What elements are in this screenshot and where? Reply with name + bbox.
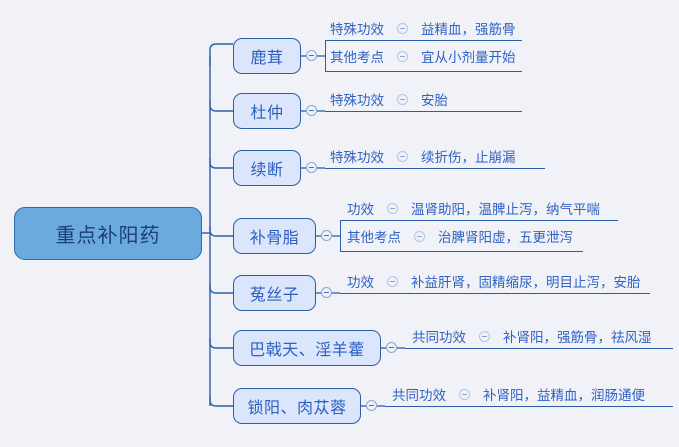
sub-underline-2-0	[325, 168, 545, 169]
group-bracket-0	[325, 40, 326, 72]
sub-value-0-0: 益精血，强筋骨	[421, 22, 516, 37]
sub-value-3-1: 治脾肾阳虚，五更泄泻	[438, 230, 573, 245]
branch-node-5[interactable]: 巴戟天、淫羊藿	[233, 330, 381, 366]
collapse-toggle-row-6-0[interactable]	[459, 388, 470, 400]
sub-row-2-0[interactable]: 特殊功效 续折伤，止崩漏	[330, 146, 516, 166]
collapse-toggle-row-0-1[interactable]	[397, 50, 408, 62]
sub-key-3-0: 功效	[347, 202, 374, 217]
branch-label-4: 菟丝子	[249, 287, 300, 304]
group-bracket-3	[340, 220, 341, 252]
collapse-toggle-row-5-0[interactable]	[479, 330, 490, 342]
sub-row-4-0[interactable]: 功效 补益肝肾，固精缩尿，明目止泻，安胎	[347, 271, 641, 291]
collapse-toggle-row-2-0[interactable]	[397, 150, 408, 162]
collapse-toggle-row-3-0[interactable]	[387, 202, 398, 214]
collapse-toggle-branch-5[interactable]	[386, 342, 397, 353]
sub-key-2-0: 特殊功效	[330, 150, 384, 165]
sub-value-5-0: 补肾阳，强筋骨，祛风湿	[503, 330, 652, 345]
branch-node-2[interactable]: 续断	[233, 150, 301, 186]
collapse-toggle-branch-6[interactable]	[366, 400, 377, 411]
branch-label-1: 杜仲	[250, 105, 284, 122]
branch-node-4[interactable]: 菟丝子	[233, 275, 316, 311]
collapse-toggle-branch-2[interactable]	[306, 162, 317, 173]
sub-key-0-0: 特殊功效	[330, 22, 384, 37]
sub-value-3-0: 温肾助阳，温脾止泻，纳气平喘	[411, 202, 600, 217]
sub-underline-4-0	[340, 293, 650, 294]
sub-key-1-0: 特殊功效	[330, 93, 384, 108]
sub-row-0-0[interactable]: 特殊功效 益精血，强筋骨	[330, 18, 516, 38]
sub-underline-0-0	[325, 40, 522, 41]
sub-underline-3-0	[340, 220, 618, 221]
root-node[interactable]: 重点补阳药	[14, 207, 202, 260]
sub-key-6-0: 共同功效	[392, 388, 446, 403]
branch-label-0: 鹿茸	[250, 50, 284, 67]
sub-value-4-0: 补益肝肾，固精缩尿，明目止泻，安胎	[411, 275, 641, 290]
sub-key-0-1: 其他考点	[330, 50, 384, 65]
collapse-toggle-branch-3[interactable]	[321, 230, 332, 241]
branch-label-3: 补骨脂	[249, 230, 300, 247]
branch-node-1[interactable]: 杜仲	[233, 93, 301, 129]
sub-row-3-1[interactable]: 其他考点 治脾肾阳虚，五更泄泻	[347, 226, 573, 246]
sub-underline-1-0	[325, 111, 522, 112]
branch-label-6: 锁阳、肉苁蓉	[247, 400, 347, 417]
collapse-toggle-branch-0[interactable]	[306, 50, 317, 61]
collapse-toggle-row-0-0[interactable]	[397, 22, 408, 34]
collapse-toggle-branch-4[interactable]	[321, 287, 332, 298]
sub-row-5-0[interactable]: 共同功效 补肾阳，强筋骨，祛风湿	[412, 326, 652, 346]
branch-label-2: 续断	[250, 162, 284, 179]
root-label: 重点补阳药	[55, 225, 161, 247]
collapse-toggle-row-1-0[interactable]	[397, 93, 408, 105]
collapse-toggle-row-3-1[interactable]	[414, 230, 425, 242]
sub-value-6-0: 补肾阳，益精血，润肠通便	[483, 388, 645, 403]
branch-node-6[interactable]: 锁阳、肉苁蓉	[233, 388, 361, 424]
sub-underline-0-1	[325, 71, 522, 72]
branch-label-5: 巴戟天、淫羊藿	[249, 342, 365, 359]
branch-node-0[interactable]: 鹿茸	[233, 38, 301, 74]
sub-underline-5-0	[405, 348, 673, 349]
sub-value-0-1: 宜从小剂量开始	[421, 50, 516, 65]
branch-node-3[interactable]: 补骨脂	[233, 218, 316, 254]
sub-key-3-1: 其他考点	[347, 230, 401, 245]
collapse-toggle-branch-1[interactable]	[306, 105, 317, 116]
sub-row-6-0[interactable]: 共同功效 补肾阳，益精血，润肠通便	[392, 384, 645, 404]
sub-row-1-0[interactable]: 特殊功效 安胎	[330, 89, 448, 109]
sub-key-4-0: 功效	[347, 275, 374, 290]
sub-row-0-1[interactable]: 其他考点 宜从小剂量开始	[330, 46, 516, 66]
sub-underline-3-1	[340, 251, 583, 252]
collapse-toggle-row-4-0[interactable]	[387, 275, 398, 287]
sub-value-2-0: 续折伤，止崩漏	[421, 150, 516, 165]
sub-row-3-0[interactable]: 功效 温肾助阳，温脾止泻，纳气平喘	[347, 198, 600, 218]
sub-value-1-0: 安胎	[421, 93, 448, 108]
sub-key-5-0: 共同功效	[412, 330, 466, 345]
sub-underline-6-0	[385, 406, 673, 407]
